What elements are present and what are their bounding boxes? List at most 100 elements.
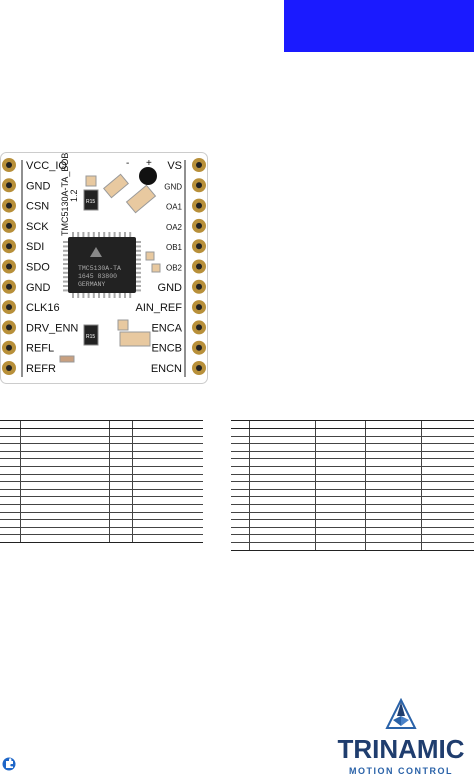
table-cell [231, 496, 250, 505]
table-cell [231, 527, 250, 536]
left-pin-label: SCK [26, 221, 49, 233]
capacitor [117, 319, 129, 331]
table-cell [314, 489, 366, 498]
table-cell [314, 512, 366, 521]
table-cell [364, 420, 422, 429]
table-cell [132, 428, 203, 437]
table-cell [19, 474, 110, 483]
table-cell [19, 443, 110, 452]
table-cell [364, 428, 422, 437]
pin-pad [192, 320, 206, 335]
table-row [0, 436, 203, 445]
table-cell [19, 466, 110, 475]
table-cell [0, 420, 21, 429]
table-cell [364, 436, 422, 445]
table-cell [248, 512, 316, 521]
logo-tagline: MOTION CONTROL [349, 766, 453, 776]
right-pin-label: GND [164, 182, 182, 191]
table-cell [231, 519, 250, 528]
table-cell [364, 481, 422, 490]
table-row [0, 420, 203, 429]
pin-pad [192, 198, 206, 213]
chip-line-1: TMC5130A-TA [78, 265, 121, 272]
left-pin-label: DRV_ENN [26, 322, 78, 334]
table-cell [132, 534, 203, 543]
pin-pad [2, 279, 16, 294]
table-cell [248, 496, 316, 505]
table-cell [248, 443, 316, 452]
breakout-board-photo: TMC5130A-TA 1645 83800 GERMANY R15 R15 -… [0, 152, 208, 384]
right-pin-label: OB2 [166, 264, 183, 273]
table-cell [19, 527, 110, 536]
left-pin-label: VCC_IO [26, 160, 67, 172]
table-cell [231, 542, 250, 551]
table-cell [364, 504, 422, 513]
svg-text:R15: R15 [86, 199, 95, 205]
right-pin-label: VS [167, 160, 182, 172]
right-pin-label: AIN_REF [136, 302, 183, 314]
pin-pad [2, 361, 16, 375]
table-cell [132, 466, 203, 475]
table-cell [248, 504, 316, 513]
table-cell [248, 436, 316, 445]
table-cell [0, 489, 21, 498]
table-cell [231, 489, 250, 498]
table-cell [19, 481, 110, 490]
table-cell [231, 481, 250, 490]
table-cell [420, 512, 474, 521]
table-cell [420, 428, 474, 437]
table-cell [420, 458, 474, 467]
right-pin-label: OB1 [166, 243, 183, 252]
table-cell [420, 451, 474, 460]
table-cell [132, 420, 203, 429]
table-row [231, 458, 474, 467]
table-row [0, 527, 203, 536]
table-cell [314, 443, 366, 452]
table-cell [109, 519, 133, 528]
table-cell [0, 458, 21, 467]
table-cell [248, 451, 316, 460]
table-row [231, 512, 474, 521]
table-cell [248, 428, 316, 437]
table-row [0, 489, 203, 498]
table-cell [314, 420, 366, 429]
table-cell [248, 519, 316, 528]
table-cell [420, 542, 474, 551]
resistor: R15 [83, 324, 99, 346]
table-cell [132, 458, 203, 467]
table-row [231, 474, 474, 483]
table-cell [231, 420, 250, 429]
polarity-plus: + [146, 158, 152, 169]
table-cell [0, 496, 21, 505]
table-cell [0, 443, 21, 452]
table-cell [132, 504, 203, 513]
table-cell [364, 527, 422, 536]
table-cell [109, 428, 133, 437]
table-row [0, 481, 203, 490]
pin-pad [2, 158, 16, 172]
pin-pad [192, 239, 206, 254]
table-cell [0, 519, 21, 528]
table-cell [364, 512, 422, 521]
table-cell [364, 519, 422, 528]
table-row [0, 534, 203, 543]
table-cell [420, 443, 474, 452]
puzzle-logo-icon [2, 757, 16, 771]
pin-pad [2, 300, 16, 315]
svg-text:R15: R15 [86, 334, 95, 340]
left-pin-label: SDI [26, 241, 44, 253]
table-cell [231, 534, 250, 543]
table-row [0, 443, 203, 452]
table-cell [420, 436, 474, 445]
right-pin-label: ENCN [151, 363, 182, 375]
table-cell [231, 466, 250, 475]
resistor: R15 [83, 189, 99, 211]
table-cell [0, 436, 21, 445]
table-cell [109, 443, 133, 452]
table-cell [364, 534, 422, 543]
table-cell [132, 519, 203, 528]
pin-pad [2, 239, 16, 254]
table-cell [314, 481, 366, 490]
table-cell [19, 458, 110, 467]
table-cell [231, 451, 250, 460]
